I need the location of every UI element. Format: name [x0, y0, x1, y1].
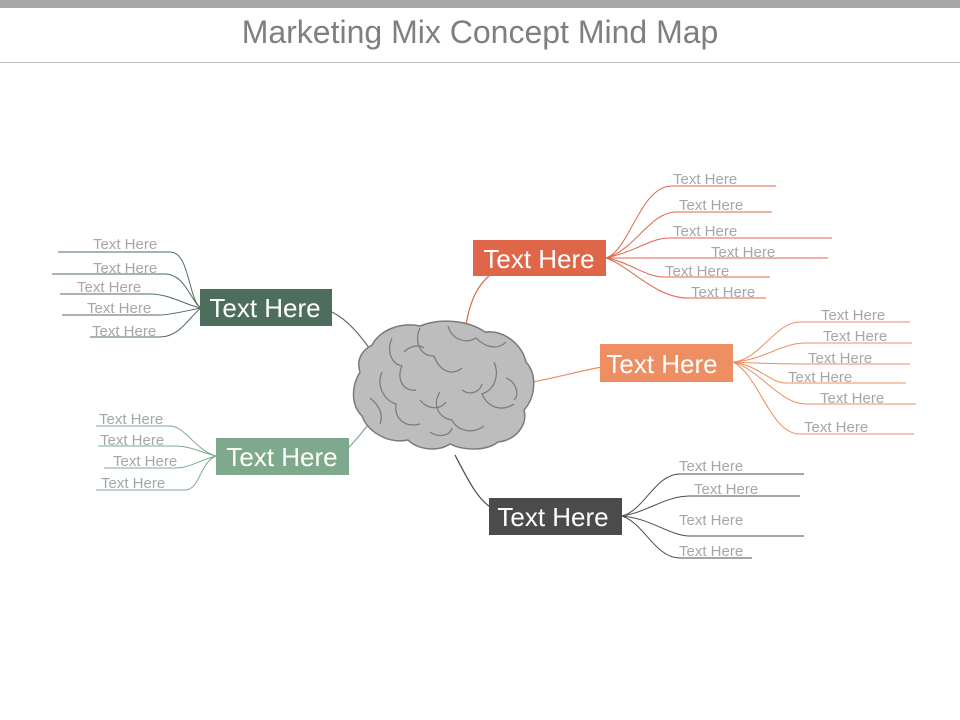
node-lightgreen[interactable]	[216, 438, 349, 475]
brain-icon	[352, 320, 535, 450]
leaf-red-4: Text Here	[711, 244, 775, 261]
leaf-lightgreen-2: Text Here	[100, 432, 164, 449]
leaf-orange-1: Text Here	[821, 307, 885, 324]
leaf-gray-4: Text Here	[679, 543, 743, 560]
leaf-lightgreen-3: Text Here	[113, 453, 177, 470]
leaf-darkgreen-1: Text Here	[93, 236, 157, 253]
branch-red: Text Here Text Here Text Here Text Here …	[473, 171, 832, 301]
node-orange[interactable]	[600, 344, 733, 382]
leaf-gray-2: Text Here	[694, 481, 758, 498]
leaf-orange-6: Text Here	[804, 419, 868, 436]
leaf-orange-4: Text Here	[788, 369, 852, 386]
node-gray-label: Text Here	[497, 502, 608, 532]
leaf-lightgreen-1: Text Here	[99, 411, 163, 428]
leaf-red-6: Text Here	[691, 284, 755, 301]
node-orange-label: Text Here	[606, 349, 717, 379]
leaf-darkgreen-4: Text Here	[87, 300, 151, 317]
leaf-darkgreen-5: Text Here	[92, 323, 156, 340]
leaf-red-3: Text Here	[673, 223, 737, 240]
leaf-red-5: Text Here	[665, 263, 729, 280]
connector-lightgreen	[345, 424, 369, 451]
leaf-orange-3: Text Here	[808, 350, 872, 367]
leaf-darkgreen-2: Text Here	[93, 260, 157, 277]
top-accent-bar	[0, 0, 960, 8]
node-lightgreen-label: Text Here	[226, 442, 337, 472]
connector-darkgreen	[331, 311, 373, 353]
leaf-orange-2: Text Here	[823, 328, 887, 345]
branch-gray: Text Here Text Here Text Here Text Here …	[489, 458, 804, 560]
node-red[interactable]	[473, 240, 606, 276]
leaf-gray-1: Text Here	[679, 458, 743, 475]
branch-orange: Text Here Text Here Text Here Text Here …	[600, 307, 916, 436]
node-darkgreen-label: Text Here	[209, 293, 320, 323]
node-gray[interactable]	[489, 498, 622, 535]
leaf-gray-3: Text Here	[679, 512, 743, 529]
title-divider	[0, 62, 960, 63]
node-red-label: Text Here	[483, 244, 594, 274]
branch-darkgreen: Text Here Text Here Text Here Text Here …	[52, 236, 332, 340]
leaf-red-2: Text Here	[679, 197, 743, 214]
branch-lightgreen: Text Here Text Here Text Here Text Here …	[96, 411, 349, 492]
connector-red	[465, 274, 491, 326]
connector-orange	[531, 366, 603, 383]
page-title: Marketing Mix Concept Mind Map	[241, 14, 719, 50]
brain-connectors	[331, 274, 603, 509]
leaf-orange-5: Text Here	[820, 390, 884, 407]
leaf-red-1: Text Here	[673, 171, 737, 188]
node-darkgreen[interactable]	[200, 289, 332, 326]
leaf-darkgreen-3: Text Here	[77, 279, 141, 296]
leaf-lightgreen-4: Text Here	[101, 475, 165, 492]
connector-gray	[454, 454, 493, 509]
